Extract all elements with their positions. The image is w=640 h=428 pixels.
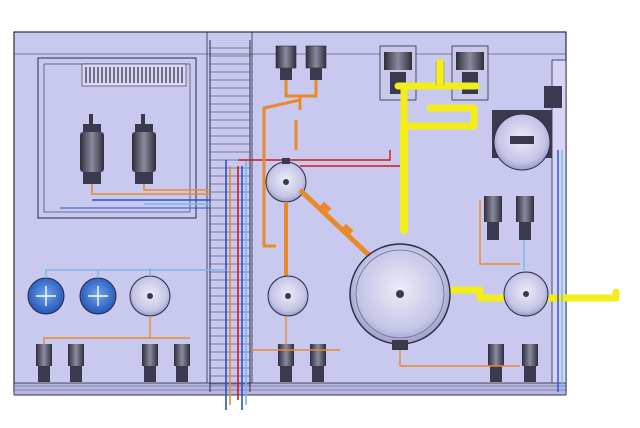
right-side-piping: [479, 150, 563, 392]
orange-piping-upper: [262, 80, 318, 248]
top-right-unit-b: [451, 45, 489, 101]
right-side-unit-b: [516, 196, 534, 240]
filter-unit-left: [80, 114, 104, 184]
top-right-unit-a: [379, 45, 417, 101]
right-side-unit-a: [484, 196, 502, 240]
top-center-pump-b: [305, 45, 327, 80]
center-vessel-upper: [265, 158, 307, 203]
blue-tank-1: [27, 277, 65, 315]
filter-piping: [60, 184, 210, 209]
center-vertical-lines: [225, 160, 247, 410]
bottom-pump-group-left: [36, 344, 190, 382]
yellow-pipe-outline: [435, 62, 445, 86]
upper-right-tank: [492, 86, 562, 171]
diagonal-transfer-pipe: [298, 188, 374, 260]
yellow-process-piping: [394, 58, 620, 302]
round-tank-3: [129, 275, 171, 317]
filter-unit-right: [132, 114, 156, 184]
main-reactor-vessel: [349, 243, 451, 350]
top-center-pump-a: [275, 45, 297, 80]
bottom-walkway: [13, 382, 567, 396]
lower-center-vessel: [267, 275, 309, 317]
upper-left-enclosure: [37, 57, 197, 219]
blue-tank-2: [79, 277, 117, 315]
bottom-orange-header: [43, 316, 520, 367]
right-medium-vessel: [503, 271, 549, 317]
tank-connecting-line: [45, 268, 226, 278]
bottom-pump-group-right: [488, 344, 538, 382]
